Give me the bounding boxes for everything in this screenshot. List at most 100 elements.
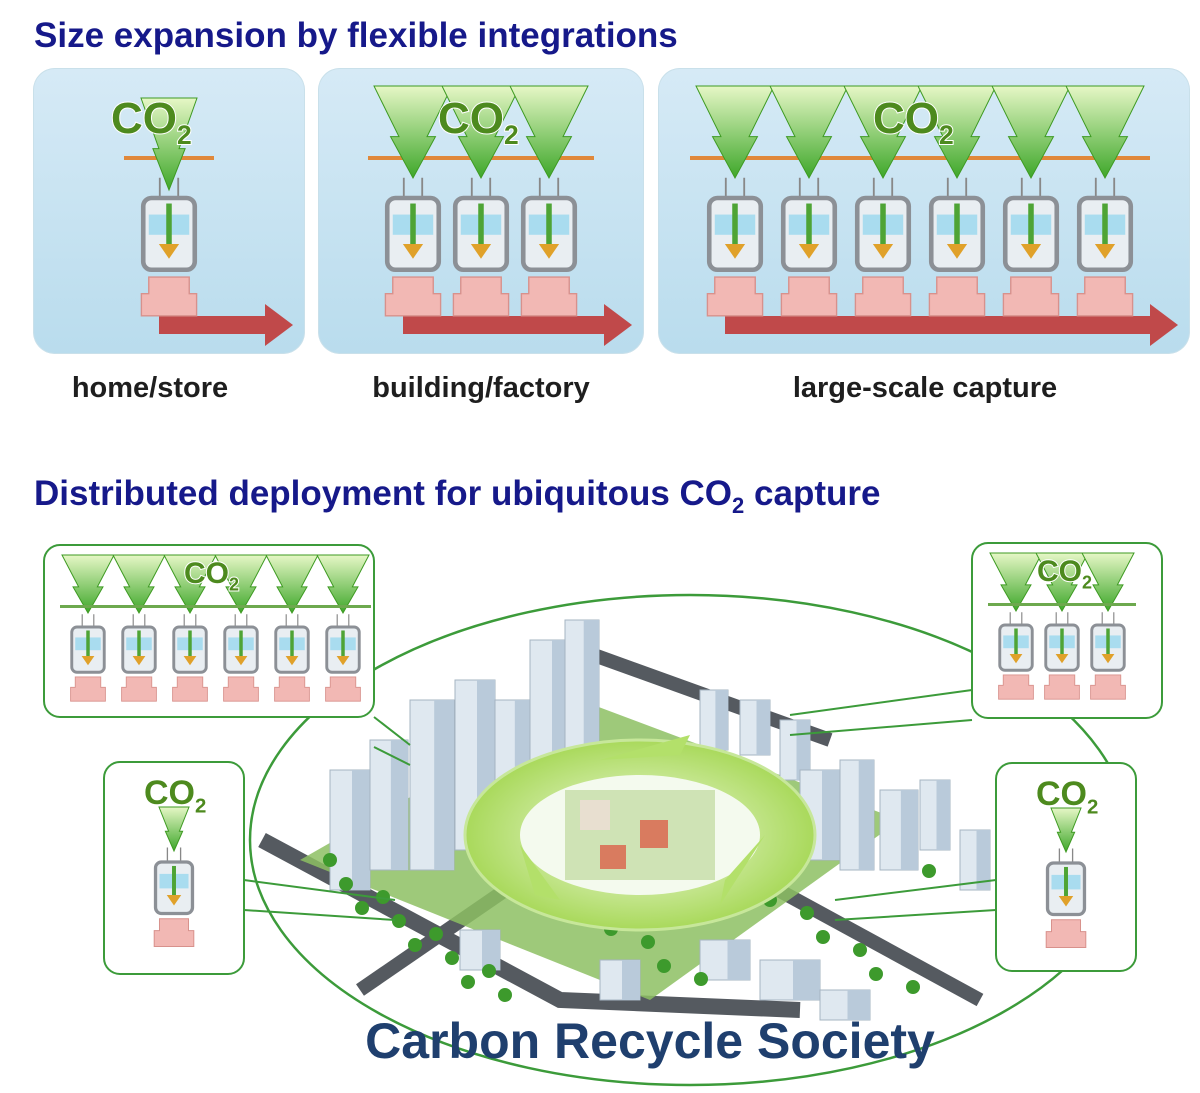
tree-icon xyxy=(482,964,496,978)
converter-icon xyxy=(998,674,1034,700)
tree-icon xyxy=(408,938,422,952)
green-arrow-icon xyxy=(843,85,923,180)
caption-large-scale-capture: large-scale capture xyxy=(792,372,1058,404)
green-arrow-icon xyxy=(214,554,268,615)
tree-icon xyxy=(498,988,512,1002)
tree-icon xyxy=(922,864,936,878)
converter-icon xyxy=(1090,674,1126,700)
panel-building-factory: CO2 xyxy=(318,68,644,354)
orange-arrow-icon xyxy=(1009,654,1023,664)
callout-line xyxy=(834,909,997,921)
orange-arrow-icon xyxy=(402,244,424,259)
green-arrow-icon xyxy=(769,85,849,180)
orange-arrow-icon xyxy=(1058,896,1074,907)
bottom-heading-tail: capture xyxy=(744,474,881,513)
callout-line xyxy=(373,746,411,766)
tree-icon xyxy=(445,951,459,965)
co2-label: CO2 xyxy=(184,557,239,595)
callout-line xyxy=(243,909,396,921)
top-heading: Size expansion by flexible integrations xyxy=(34,16,678,55)
green-arrow-icon xyxy=(316,554,370,615)
co2-label: CO2 xyxy=(1036,775,1098,819)
green-arrow-icon xyxy=(917,85,997,180)
panel-home-store: CO2 xyxy=(33,68,305,354)
tree-icon xyxy=(429,927,443,941)
green-arrow-icon xyxy=(163,554,217,615)
bottom-heading: Distributed deployment for ubiquitous CO… xyxy=(34,474,880,519)
tree-icon xyxy=(323,853,337,867)
capture-unit xyxy=(520,177,578,317)
capture-unit xyxy=(121,614,157,702)
capture-unit xyxy=(140,177,198,317)
capture-unit xyxy=(70,614,106,702)
building-icon xyxy=(600,845,626,869)
green-arrow-icon xyxy=(1065,85,1145,180)
green-arrow-icon xyxy=(991,85,1071,180)
intake-pipe xyxy=(60,605,371,608)
orange-arrow-icon xyxy=(1020,244,1042,259)
converter-icon xyxy=(274,676,310,702)
callout-line xyxy=(243,879,396,901)
callout-line xyxy=(373,716,411,746)
co2-label: CO2 xyxy=(144,774,206,818)
co2-label: CO2 xyxy=(438,94,519,150)
capture-unit xyxy=(1076,177,1134,317)
panel-large-scale-capture: CO2 xyxy=(658,68,1190,354)
capture-unit xyxy=(1044,612,1080,700)
capture-unit xyxy=(172,614,208,702)
caption-home-store: home/store xyxy=(71,372,229,404)
capture-unit xyxy=(452,177,510,317)
caption-building-factory: building/factory xyxy=(372,372,590,404)
callout-middle-left: CO2 xyxy=(103,761,396,975)
outlet-arrow-icon xyxy=(1150,304,1178,346)
green-arrow-icon xyxy=(265,554,319,615)
callout-line xyxy=(789,689,973,716)
recycle-arrow-icon xyxy=(520,845,560,900)
tree-icon xyxy=(906,980,920,994)
orange-arrow-icon xyxy=(538,244,560,259)
converter-icon xyxy=(1002,276,1060,317)
callout-top-right: CO2 xyxy=(789,542,1163,736)
capture-unit xyxy=(325,614,361,702)
green-arrow-icon xyxy=(509,85,589,180)
green-arrow-icon xyxy=(61,554,115,615)
converter-icon xyxy=(325,676,361,702)
capture-unit xyxy=(1045,848,1087,948)
capture-unit xyxy=(1090,612,1126,700)
capture-unit xyxy=(223,614,259,702)
converter-icon xyxy=(520,276,578,317)
tree-icon xyxy=(869,967,883,981)
tree-icon xyxy=(657,959,671,973)
green-arrow-icon xyxy=(158,806,190,853)
converter-icon xyxy=(121,676,157,702)
road xyxy=(756,873,984,1007)
capture-unit xyxy=(1002,177,1060,317)
converter-icon xyxy=(1045,919,1087,948)
intake-pipe xyxy=(690,156,1150,160)
building-icon xyxy=(640,820,668,848)
tree-icon xyxy=(800,906,814,920)
orange-arrow-icon xyxy=(183,656,197,666)
outlet-pipe xyxy=(725,316,1150,334)
orange-arrow-icon xyxy=(234,656,248,666)
converter-icon xyxy=(140,276,198,317)
orange-arrow-icon xyxy=(1055,654,1069,664)
tree-icon xyxy=(694,972,708,986)
co2-label: CO2 xyxy=(111,94,192,150)
co2-label: CO2 xyxy=(1037,555,1092,593)
green-arrow-icon xyxy=(1050,807,1082,854)
building-icon xyxy=(580,800,610,830)
orange-arrow-icon xyxy=(1094,244,1116,259)
orange-arrow-icon xyxy=(872,244,894,259)
orange-arrow-icon xyxy=(336,656,350,666)
converter-icon xyxy=(452,276,510,317)
capture-unit xyxy=(384,177,442,317)
orange-arrow-icon xyxy=(132,656,146,666)
recycle-arrow-icon xyxy=(720,835,765,905)
green-arrow-icon xyxy=(695,85,775,180)
green-arrow-icon xyxy=(112,554,166,615)
outlet-pipe xyxy=(403,316,604,334)
converter-icon xyxy=(153,918,195,947)
capture-unit xyxy=(780,177,838,317)
converter-icon xyxy=(854,276,912,317)
